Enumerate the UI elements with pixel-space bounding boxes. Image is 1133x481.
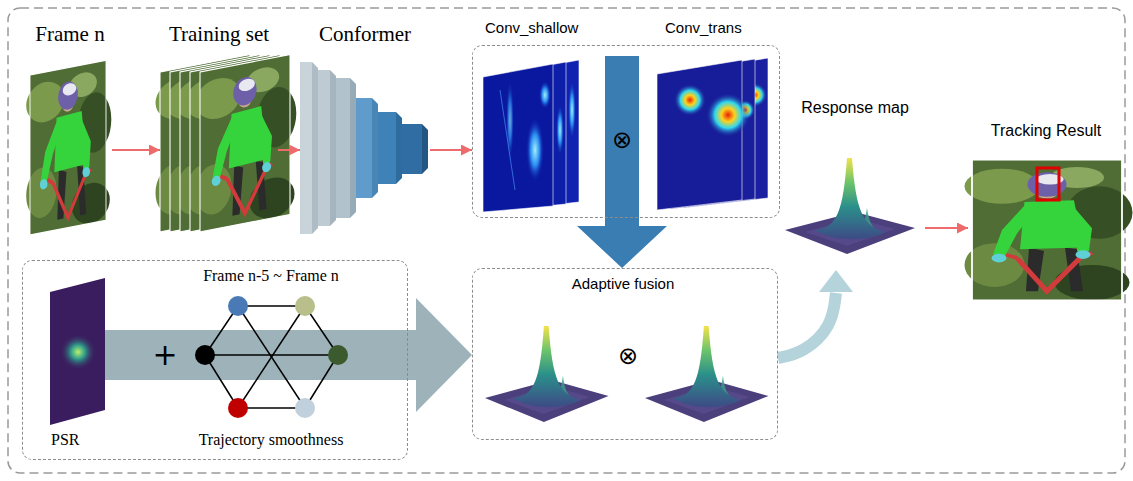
box-title: Adaptive fusion (572, 275, 675, 292)
feature-label: Conv_trans (665, 19, 742, 36)
input-frame-image (26, 59, 111, 236)
fusion-peaks (485, 326, 769, 422)
stage-title: Response map (801, 99, 909, 117)
trajectory-graph (228, 296, 248, 316)
tracking-result-image (965, 160, 1133, 300)
psr-map (50, 278, 105, 425)
tracking-result-image (965, 160, 1133, 300)
trajectory-graph (238, 306, 305, 408)
transformer-feature-maps (706, 93, 750, 137)
trajectory-graph (195, 296, 348, 418)
trajectory-graph (195, 345, 215, 365)
outer-frame (8, 8, 1125, 473)
psr-map (60, 334, 96, 370)
response-map-peak (785, 158, 915, 254)
conformer-layers (378, 112, 396, 184)
connector (112, 150, 160, 151)
connector (430, 150, 472, 151)
block-arrow (577, 218, 667, 268)
transformer-feature-maps (674, 84, 706, 116)
shallow-feature-maps (500, 90, 515, 190)
conformer-network: Conformer (300, 18, 430, 240)
transformer-feature-maps (657, 58, 768, 210)
trajectory-graph (328, 345, 348, 365)
conformer-layers (350, 78, 356, 218)
graph-label: Frame n-5 ~ Frame n (203, 267, 339, 285)
flow-arrow (430, 149, 472, 151)
connector (925, 228, 968, 229)
trajectory-graph (238, 306, 305, 408)
training-set-stack (156, 53, 297, 233)
tracking-result-image (1037, 168, 1059, 200)
conformer-layers (330, 70, 336, 226)
conformer-layers (396, 112, 402, 184)
conformer-layers (336, 78, 350, 218)
shallow-feature-maps (539, 81, 551, 109)
operator-symbol: ⊗ (612, 128, 632, 152)
arrow-shaft (605, 56, 639, 220)
conformer-layers (300, 62, 428, 234)
conformer-layers (312, 62, 318, 234)
training-set: Training set (160, 18, 278, 240)
shallow-feature-maps (483, 64, 553, 212)
trajectory-graph (205, 354, 338, 356)
curved-arrow (778, 293, 836, 358)
conformer-layers (300, 62, 312, 234)
stage-title: Tracking Result (991, 122, 1102, 140)
shallow-feature-maps (483, 60, 579, 212)
trajectory-graph (238, 407, 305, 409)
fusion-peaks (645, 326, 769, 422)
connector (577, 218, 667, 268)
input-frame: Frame n (28, 18, 112, 240)
conformer-layers (372, 98, 378, 198)
response-map: Response map (785, 95, 925, 270)
map-label: PSR (51, 431, 79, 449)
trajectory-box: PSR Frame n-5 ~ Frame n Trajectory smoothn… (22, 260, 408, 460)
trajectory-graph (295, 398, 315, 418)
training-set-stack (196, 53, 297, 233)
conformer-layers (356, 98, 372, 198)
stage-title: Conformer (319, 22, 411, 46)
graph-label: Trajectory smoothness (199, 431, 344, 449)
flow-arrow (112, 149, 160, 151)
conformer-layers (318, 70, 330, 226)
block-arrow (408, 298, 472, 412)
input-frame-image (26, 59, 111, 236)
response-map-peak (785, 158, 915, 254)
connector (278, 150, 300, 151)
feature-label: Conv_shallow (485, 19, 578, 36)
operator-symbol: + (152, 340, 177, 370)
stage-title: Frame n (35, 22, 104, 46)
trajectory-graph (295, 296, 315, 316)
arrow-head (819, 270, 853, 292)
shallow-feature-maps (526, 118, 544, 182)
operator-symbol: ⊗ (618, 344, 638, 368)
arrow-shaft (105, 330, 410, 380)
shallow-feature-maps (506, 80, 514, 160)
flow-arrow (278, 149, 300, 151)
stage-title: Training set (169, 22, 269, 46)
fusion-peaks (485, 326, 609, 422)
conformer-layers (402, 124, 422, 174)
connector (408, 298, 472, 412)
connector (778, 270, 853, 358)
flow-arrow (925, 227, 968, 229)
trajectory-graph (238, 305, 305, 307)
tracking-result: Tracking Result (968, 118, 1124, 303)
trajectory-graph (205, 306, 338, 408)
trajectory-graph (228, 398, 248, 418)
shallow-feature-maps (568, 80, 576, 140)
conformer-layers (422, 124, 428, 174)
shallow-feature-maps (556, 104, 564, 156)
psr-map (50, 278, 105, 425)
